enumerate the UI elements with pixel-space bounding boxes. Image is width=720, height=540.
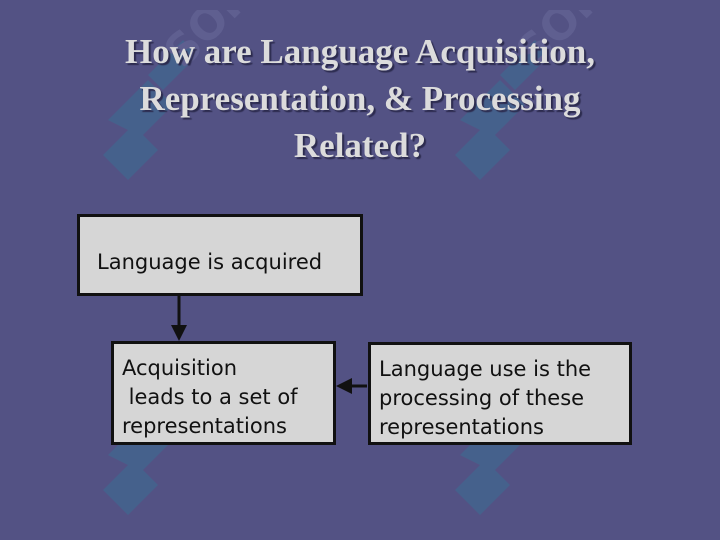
language-use-box: Language use is the processing of these … [368, 342, 632, 445]
slide-title-line: How are Language Acquisition, [125, 32, 595, 71]
box-text: Acquisition [122, 356, 238, 380]
slide-title: How are Language Acquisition, Representa… [40, 28, 680, 169]
box-text: processing of these [379, 386, 585, 410]
box-text: Language use is the [379, 357, 592, 381]
arrow-left-icon [336, 378, 367, 394]
box-text: leads to a set of [122, 385, 298, 409]
logo-watermark-icon: SOFT [455, 10, 630, 180]
arrow-down-icon [171, 296, 187, 341]
slide-title-line: Representation, & Processing [139, 79, 581, 118]
representations-box: Acquisition leads to a set of representa… [111, 341, 336, 445]
slide-title-line: Related? [293, 126, 427, 165]
box-text: Language is acquired [97, 250, 323, 274]
language-acquired-box: Language is acquired [77, 214, 363, 296]
logo-watermark-icon: SOFT [103, 10, 278, 180]
box-text: representations [379, 415, 544, 439]
box-text: representations [122, 414, 287, 438]
